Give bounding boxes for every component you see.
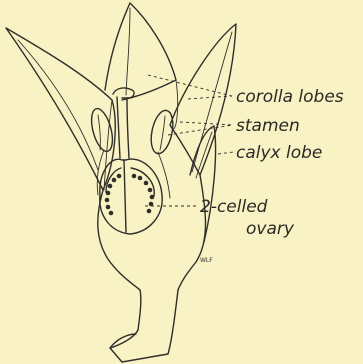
pedicel (110, 290, 178, 362)
stamens (88, 106, 177, 198)
right-corolla-lobe (170, 24, 236, 175)
center-corolla-lobe (105, 3, 176, 100)
left-stamen (88, 106, 117, 153)
right-stamen (148, 108, 177, 155)
ovules (105, 174, 155, 216)
label-ovary-line1: 2-celled (200, 197, 268, 217)
label-calyx-lobe: calyx lobe (236, 143, 322, 163)
label-ovary-line2: ovary (246, 219, 295, 239)
label-corolla-lobes: corolla lobes (236, 87, 344, 107)
label-stamen: stamen (236, 116, 300, 136)
leader-lines (145, 75, 233, 206)
artist-signature: WLF (200, 257, 213, 264)
